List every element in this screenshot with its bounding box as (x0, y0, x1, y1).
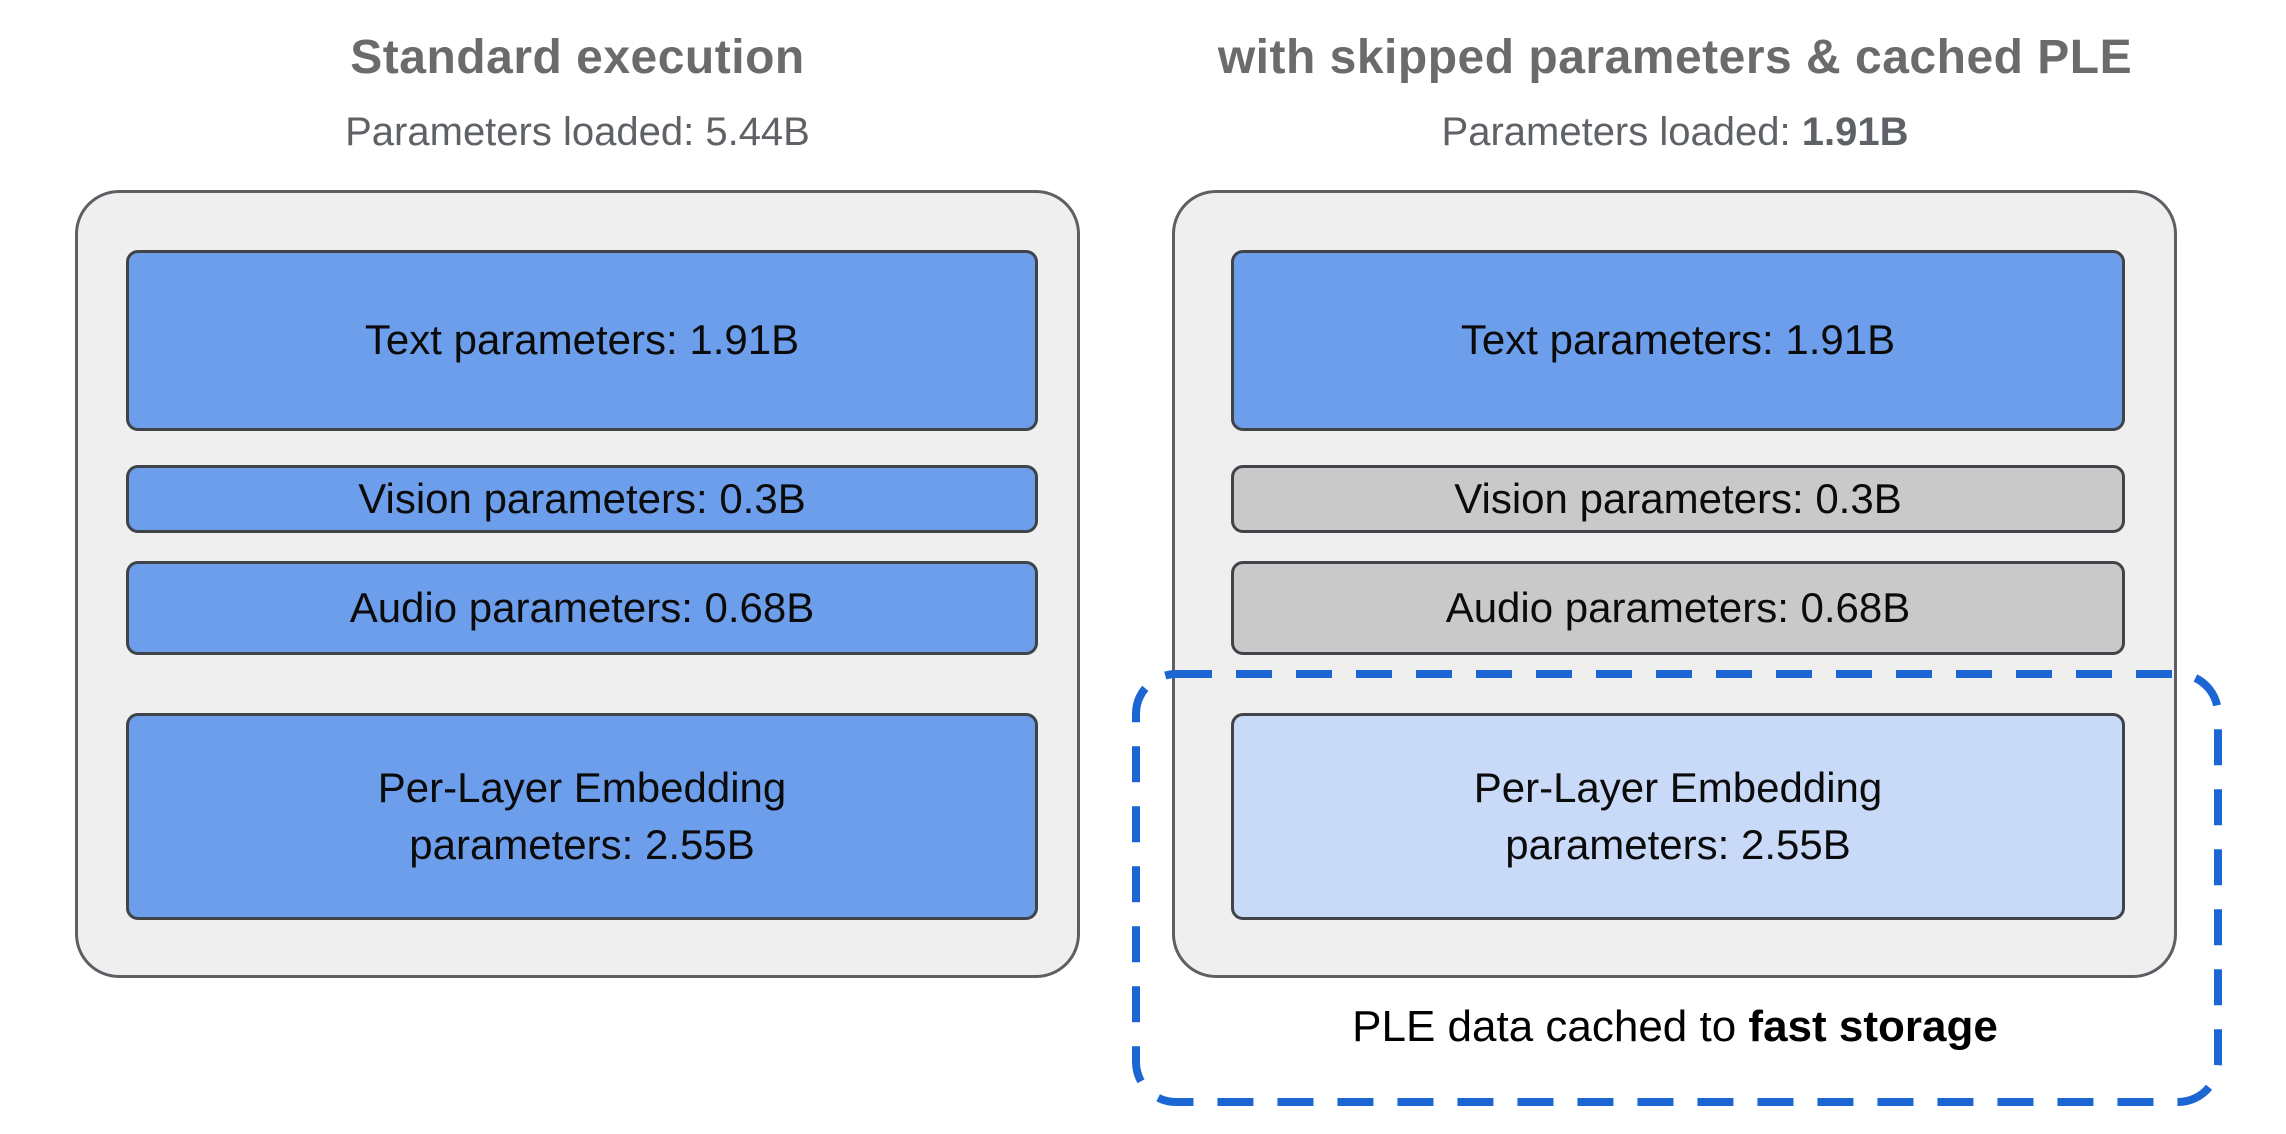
right-audio-params-box: Audio parameters: 0.68B (1231, 561, 2125, 655)
left-subtitle-label: Parameters loaded: (345, 110, 706, 154)
right-vision-params-box: Vision parameters: 0.3B (1231, 465, 2125, 533)
ple-cache-caption-text: PLE data cached to (1352, 1002, 1749, 1051)
right-text-params-box: Text parameters: 1.91B (1231, 250, 2125, 431)
left-panel-title: Standard execution (350, 31, 805, 84)
ple-cache-caption-bold-text: fast storage (1748, 1002, 1998, 1051)
left-model-container: Text parameters: 1.91B Vision parameters… (75, 190, 1080, 978)
ple-cache-caption: PLE data cached to fast storage (1136, 1002, 2214, 1052)
right-subtitle-label: Parameters loaded: (1441, 110, 1802, 154)
left-ple-params-box: Per-Layer Embedding parameters: 2.55B (126, 713, 1038, 920)
right-ple-params-box: Per-Layer Embedding parameters: 2.55B (1231, 713, 2125, 920)
right-subtitle-value: 1.91B (1801, 110, 1909, 154)
right-model-container: Text parameters: 1.91B Vision parameters… (1172, 190, 2177, 978)
left-panel-subtitle: Parameters loaded: 5.44B (75, 110, 1080, 155)
ple-cache-dashed-outline (1132, 670, 2222, 1106)
left-subtitle-value: 5.44B (705, 110, 810, 154)
right-panel-title: with skipped parameters & cached PLE (1217, 31, 2133, 84)
left-vision-params-box: Vision parameters: 0.3B (126, 465, 1038, 533)
left-audio-params-box: Audio parameters: 0.68B (126, 561, 1038, 655)
right-panel-subtitle: Parameters loaded: 1.91B (1136, 110, 2214, 155)
left-text-params-box: Text parameters: 1.91B (126, 250, 1038, 431)
